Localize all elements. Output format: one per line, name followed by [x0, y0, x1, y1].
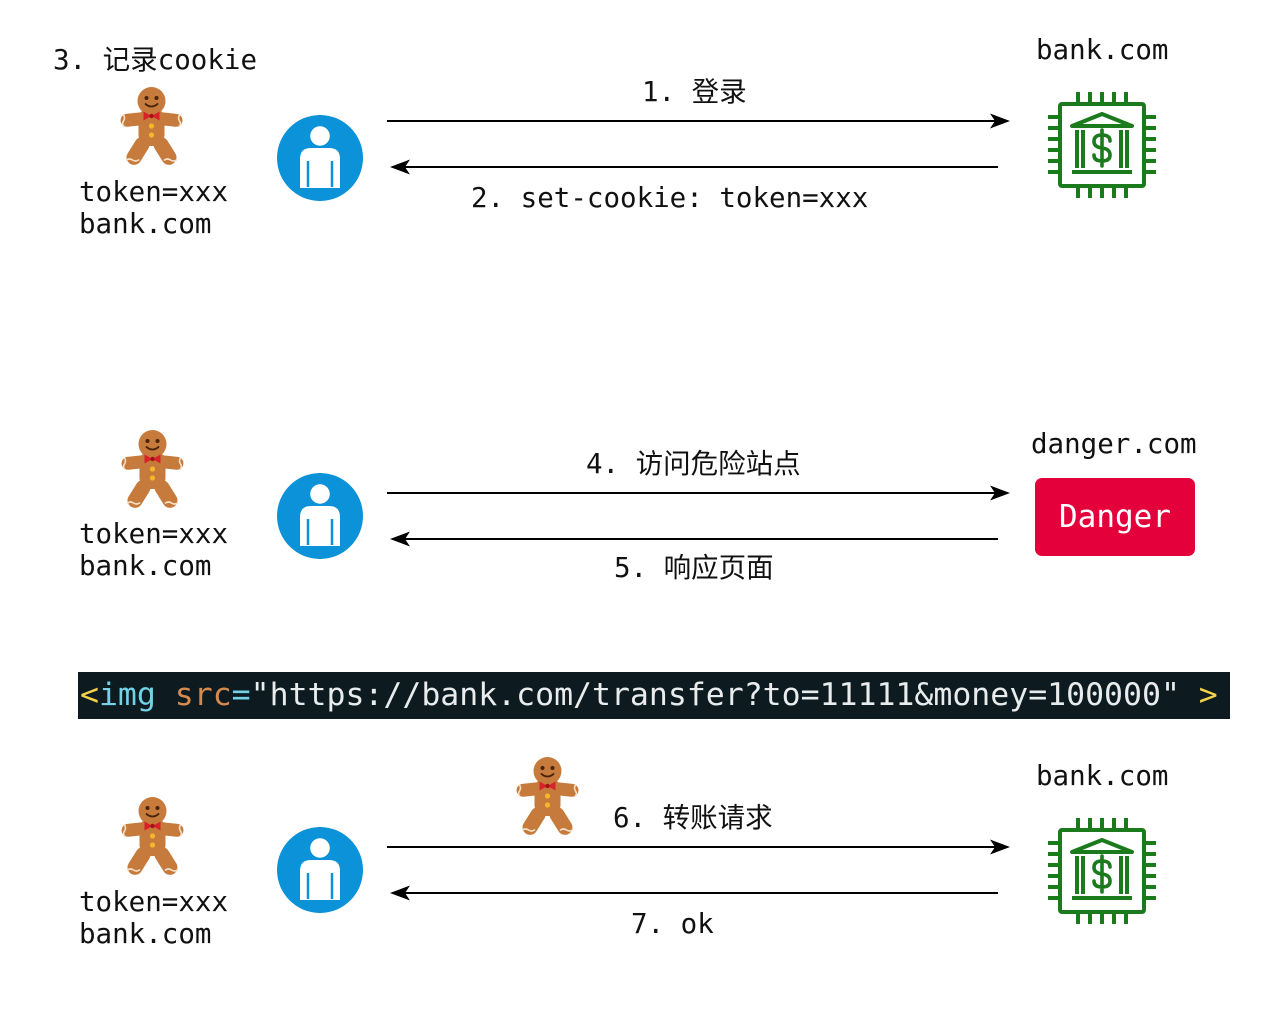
server-name-bank: bank.com	[1036, 34, 1169, 66]
server-name-bank: bank.com	[1036, 760, 1169, 792]
danger-badge: Danger	[1035, 478, 1195, 556]
danger-badge-label: Danger	[1059, 499, 1171, 535]
response-label-set-cookie: 2. set-cookie: token=xxx	[471, 182, 869, 214]
cookie-domain-label: bank.com	[79, 550, 212, 582]
request-label-transfer: 6. 转账请求	[613, 802, 773, 834]
code-open-bracket: <	[80, 677, 99, 713]
server-name-danger: danger.com	[1031, 428, 1197, 460]
request-label-login: 1. 登录	[642, 76, 747, 108]
code-close-bracket: >	[1198, 677, 1218, 713]
user-avatar-icon	[277, 473, 363, 559]
code-attribute: src	[174, 677, 232, 713]
record-cookie-note: 3. 记录cookie	[53, 44, 258, 76]
code-equals: =	[231, 677, 251, 713]
arrow-set-cookie-response	[390, 159, 998, 175]
arrow-login-request	[387, 113, 1010, 129]
response-label-ok: 7. ok	[631, 908, 714, 940]
request-label-visit-danger: 4. 访问危险站点	[586, 448, 801, 480]
code-string: "https://bank.com/transfer?to=11111&mone…	[250, 677, 1180, 713]
user-avatar-icon	[277, 115, 363, 201]
arrow-ok-response	[390, 885, 998, 901]
cookie-domain-label: bank.com	[79, 918, 212, 950]
arrow-page-response	[390, 531, 998, 547]
arrow-visit-danger-request	[387, 485, 1010, 501]
cookie-token-label: token=xxx	[79, 886, 229, 918]
cookie-token-label: token=xxx	[79, 176, 229, 208]
code-tag: img	[98, 677, 156, 713]
cookie-domain-label: bank.com	[79, 208, 212, 240]
user-avatar-icon	[277, 827, 363, 913]
response-label-page: 5. 响应页面	[614, 552, 774, 584]
arrow-transfer-request	[387, 839, 1010, 855]
cookie-token-label: token=xxx	[79, 518, 229, 550]
